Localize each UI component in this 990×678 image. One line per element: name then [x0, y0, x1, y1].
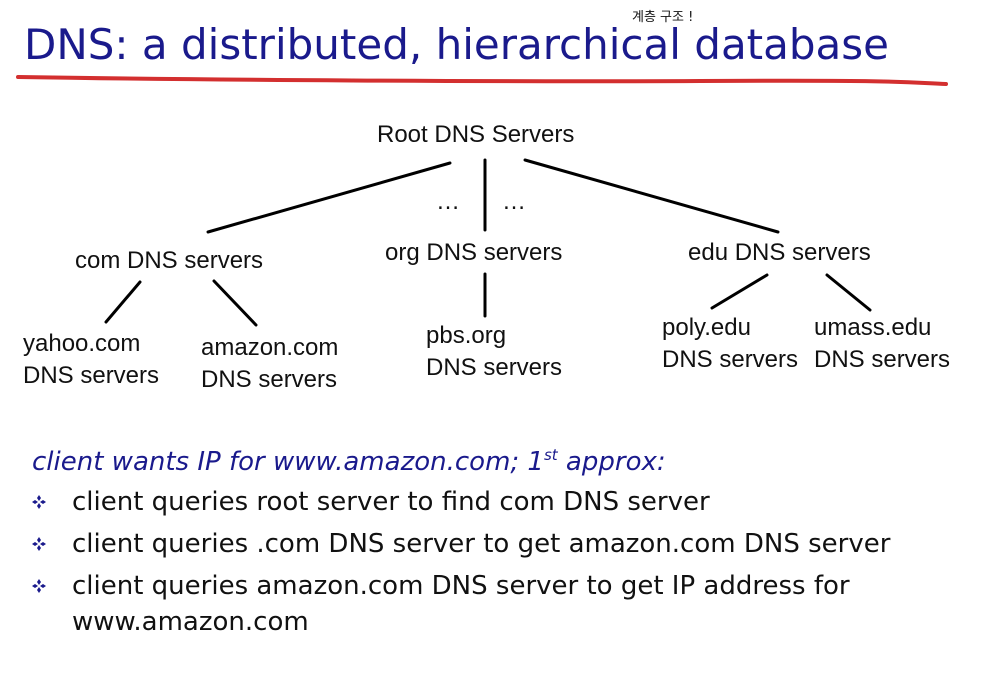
- line-com-amazon: [212, 279, 258, 327]
- node-pbs-line2: DNS servers: [426, 354, 563, 381]
- node-umass-dns-servers: umass.edu DNS servers: [814, 312, 950, 376]
- diamond-bullet-icon: [32, 495, 46, 509]
- node-pbs-line1: pbs.org: [426, 322, 507, 349]
- bullet-item: client queries root server to find com D…: [30, 484, 970, 520]
- node-amazon-line1: amazon.com: [201, 334, 339, 361]
- line-com-yahoo: [104, 280, 142, 324]
- node-com-dns-servers: com DNS servers: [75, 247, 264, 274]
- heading-pre: client wants IP for www.amazon.com; 1: [32, 447, 544, 477]
- node-edu-dns-servers: edu DNS servers: [688, 239, 871, 266]
- node-umass-line1: umass.edu: [814, 314, 932, 341]
- explanation-heading: client wants IP for www.amazon.com; 1st …: [32, 446, 666, 477]
- bullet-text: client queries amazon.com DNS server to …: [72, 571, 850, 637]
- node-yahoo-line1: yahoo.com: [23, 330, 141, 357]
- node-poly-dns-servers: poly.edu DNS servers: [662, 312, 798, 376]
- node-yahoo-dns-servers: yahoo.com DNS servers: [23, 328, 159, 392]
- node-root-dns-servers: Root DNS Servers: [377, 121, 575, 148]
- line-root-edu: [523, 158, 780, 234]
- node-umass-line2: DNS servers: [814, 346, 951, 373]
- bullet-item: client queries .com DNS server to get am…: [30, 526, 970, 562]
- diamond-bullet-icon: [32, 537, 46, 551]
- ellipsis-right: …: [502, 188, 526, 215]
- handwritten-annotation: 계층 구조 !: [632, 10, 694, 25]
- node-amazon-dns-servers: amazon.com DNS servers: [201, 332, 338, 396]
- line-edu-poly: [710, 273, 769, 310]
- node-pbs-dns-servers: pbs.org DNS servers: [426, 320, 562, 384]
- diamond-bullet-icon: [32, 579, 46, 593]
- slide-title: DNS: a distributed, hierarchical databas…: [24, 20, 889, 69]
- line-edu-umass: [825, 273, 872, 312]
- node-poly-line1: poly.edu: [662, 314, 751, 341]
- title-underline: [16, 75, 948, 86]
- line-root-com: [206, 161, 452, 234]
- heading-sup: st: [543, 446, 558, 464]
- node-amazon-line2: DNS servers: [201, 366, 338, 393]
- bullet-text: client queries root server to find com D…: [72, 487, 710, 517]
- node-yahoo-line2: DNS servers: [23, 362, 160, 389]
- node-org-dns-servers: org DNS servers: [385, 239, 563, 266]
- bullet-text: client queries .com DNS server to get am…: [72, 529, 891, 559]
- node-poly-line2: DNS servers: [662, 346, 799, 373]
- explanation-bullets: client queries root server to find com D…: [30, 484, 970, 646]
- heading-post: approx:: [557, 447, 666, 477]
- bullet-item: client queries amazon.com DNS server to …: [30, 568, 970, 640]
- ellipsis-left: …: [436, 188, 460, 215]
